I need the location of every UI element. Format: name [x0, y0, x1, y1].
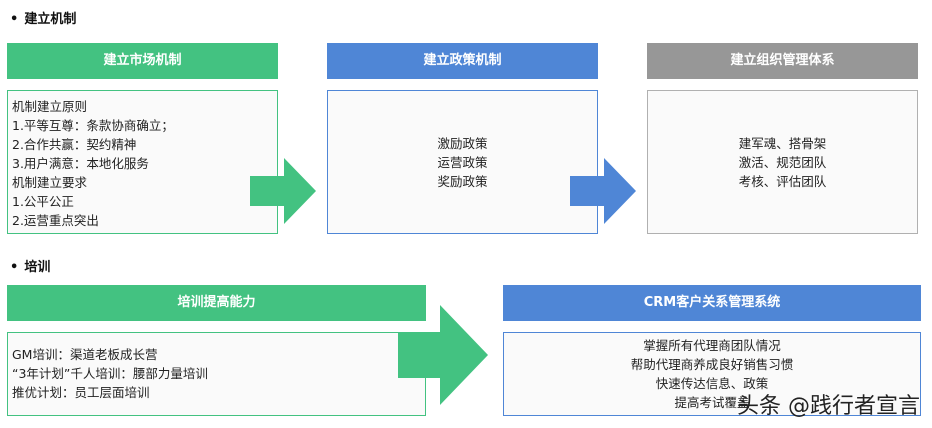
large-green-arrow-icon [398, 305, 488, 405]
watermark-text: 头条 @践行者宣言 [737, 394, 920, 419]
policy-mechanism-header: 建立政策机制 [327, 43, 598, 79]
policy-line: 奖励政策 [437, 173, 488, 189]
blue-arrow-icon [570, 158, 636, 224]
market-line: 1.公平公正 [12, 194, 74, 209]
training-line: “3年计划”千人培训：腰部力量培训 [12, 366, 208, 381]
crm-line: 掌握所有代理商团队情况 [643, 338, 781, 353]
market-line: 1.平等互尊：条款协商确立； [12, 118, 174, 133]
crm-line: 帮助代理商养成良好销售习惯 [630, 357, 794, 372]
section-title-mechanism: •建立机制 [10, 12, 77, 27]
policy-line: 运营政策 [437, 154, 488, 170]
crm-box: 掌握所有代理商团队情况 帮助代理商养成良好销售习惯 快速传达信息、政策 提高考试… [503, 332, 921, 416]
policy-line: 激励政策 [437, 135, 488, 151]
training-line: GM培训：渠道老板成长营 [12, 347, 158, 362]
market-mechanism-header: 建立市场机制 [7, 43, 278, 79]
org-line: 激活、规范团队 [738, 154, 827, 170]
market-mechanism-box: 机制建立原则 1.平等互尊：条款协商确立； 2.合作共赢：契约精神 3.用户满意… [7, 90, 278, 234]
crm-line: 快速传达信息、政策 [655, 376, 769, 391]
market-line: 2.运营重点突出 [12, 213, 99, 228]
org-management-box: 建军魂、搭骨架 激活、规范团队 考核、评估团队 [647, 90, 918, 234]
market-line: 2.合作共赢：契约精神 [12, 137, 137, 152]
org-line: 考核、评估团队 [738, 173, 827, 189]
crm-header: CRM客户关系管理系统 [503, 285, 921, 321]
training-header: 培训提高能力 [7, 285, 426, 321]
training-box: GM培训：渠道老板成长营 “3年计划”千人培训：腰部力量培训 推优计划：员工层面… [7, 332, 426, 416]
crm-line: 提高考试覆盖 [674, 395, 750, 410]
section-title-training: •培训 [10, 260, 51, 275]
green-arrow-icon [250, 158, 316, 224]
training-line: 推优计划：员工层面培训 [12, 385, 150, 400]
market-line: 3.用户满意：本地化服务 [12, 156, 149, 171]
market-line: 机制建立原则 [12, 99, 88, 114]
org-line: 建军魂、搭骨架 [738, 135, 827, 151]
org-management-header: 建立组织管理体系 [647, 43, 918, 79]
policy-mechanism-box: 激励政策 运营政策 奖励政策 [327, 90, 598, 234]
market-line: 机制建立要求 [12, 175, 88, 190]
